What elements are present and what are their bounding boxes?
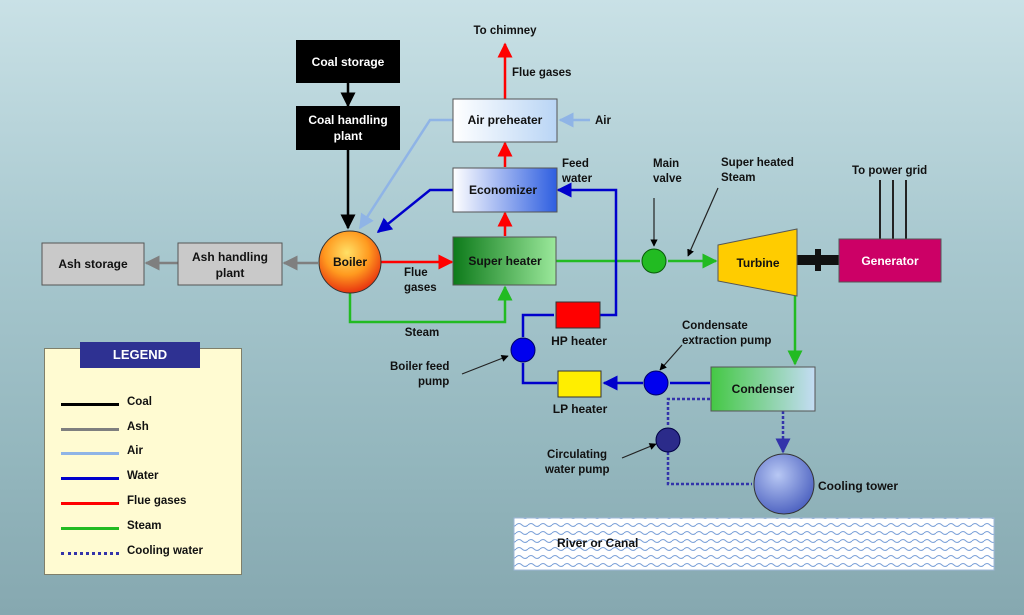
air-to-boiler-line: [358, 118, 453, 230]
circulating-pump-label-1: Circulating: [547, 449, 607, 461]
coal-storage: Coal storage: [296, 40, 400, 83]
legend-swatch-air: [61, 452, 119, 455]
legend-box: Coal Ash Air Water Flue gases Steam Cool…: [44, 348, 242, 575]
water-hp-econ-line: [556, 182, 618, 317]
economizer-label: Economizer: [469, 183, 537, 197]
main-valve-label-1: Main: [653, 158, 679, 170]
to-power-grid-label: To power grid: [852, 165, 927, 177]
legend-label-flue-gases: Flue gases: [127, 495, 187, 507]
hp-heater: [555, 301, 601, 329]
to-chimney-label: To chimney: [473, 25, 537, 37]
boiler: Boiler: [318, 230, 382, 294]
legend-swatch-water: [61, 477, 119, 480]
legend-label-cooling-water: Cooling water: [127, 545, 204, 557]
boiler-feed-pump-label-2: pump: [418, 376, 449, 388]
legend-item-water: Water: [61, 469, 241, 487]
ash-storage-label: Ash storage: [58, 257, 128, 271]
water-econ-boiler-line: [376, 188, 453, 233]
ash-storage: Ash storage: [41, 242, 145, 286]
legend-label-coal: Coal: [127, 396, 152, 408]
pointer-cond-pump: [659, 344, 683, 371]
condensate-extraction-pump: [643, 370, 669, 396]
lp-heater-label: LP heater: [553, 402, 608, 416]
super-heated-label-1: Super heated: [721, 157, 794, 169]
legend-label-ash: Ash: [127, 421, 149, 433]
generator-label: Generator: [861, 254, 919, 268]
flue-gases-top-label: Flue gases: [512, 67, 571, 79]
legend-item-air: Air: [61, 444, 241, 462]
turbine-label: Turbine: [736, 256, 779, 270]
legend-item-cooling-water: Cooling water: [61, 544, 241, 562]
steam-boiler-super-line: [348, 285, 513, 324]
legend-swatch-steam: [61, 527, 119, 530]
legend-item-flue-gases: Flue gases: [61, 494, 241, 512]
water-feedpump-hp-line: [521, 313, 554, 337]
boiler-feed-pump-label-1: Boiler feed: [390, 361, 449, 373]
legend-swatch-ash: [61, 428, 119, 431]
legend-item-steam: Steam: [61, 519, 241, 537]
coal-storage-label: Coal storage: [312, 55, 385, 69]
condensate-pump-label-2: extraction pump: [682, 335, 771, 347]
pointer-steam: [687, 187, 719, 257]
ash-handling-label-1: Ash handling: [192, 250, 268, 264]
lp-heater: [557, 370, 602, 398]
hp-heater-label: HP heater: [551, 334, 607, 348]
turbine: Turbine: [717, 228, 798, 297]
legend-swatch-coal: [61, 403, 119, 406]
coal-handling-plant: Coal handling plant: [296, 106, 400, 150]
shaft-coupling: [815, 249, 821, 271]
legend-label-water: Water: [127, 470, 159, 482]
river-label: River or Canal: [557, 536, 638, 550]
legend-label-air: Air: [127, 445, 143, 457]
boiler-label: Boiler: [333, 255, 367, 269]
economizer: Economizer: [452, 167, 558, 213]
legend-label-steam: Steam: [127, 520, 162, 532]
generator: Generator: [838, 238, 942, 283]
cooling-pump-tower-line: [666, 452, 752, 486]
feed-water-label-2: water: [561, 173, 593, 185]
legend-title: LEGEND: [80, 342, 200, 368]
cooling-tower: [753, 453, 815, 515]
main-valve-label-2: valve: [653, 173, 682, 185]
water-lp-feedpump-line: [521, 363, 557, 385]
ash-handling-label-2: plant: [216, 266, 245, 280]
legend-swatch-cooling-water: [61, 552, 119, 555]
steam-label: Steam: [405, 327, 440, 339]
ash-handling-plant: Ash handling plant: [177, 242, 283, 286]
super-heater: Super heater: [452, 236, 557, 286]
pointer-circ-pump: [621, 443, 657, 459]
main-valve: [641, 248, 667, 274]
legend-item-ash: Ash: [61, 420, 241, 438]
super-heated-label-2: Steam: [721, 172, 756, 184]
circulating-water-pump: [655, 427, 681, 453]
circulating-pump-label-2: water pump: [544, 464, 610, 476]
air-preheater-label: Air preheater: [468, 113, 543, 127]
coal-handling-label-2: plant: [334, 129, 363, 143]
air-preheater: Air preheater: [452, 98, 558, 143]
cooling-cond-pump-line: [666, 397, 710, 427]
super-heater-label: Super heater: [468, 254, 542, 268]
condenser-label: Condenser: [732, 382, 795, 396]
condenser: Condenser: [710, 366, 816, 412]
air-label: Air: [595, 115, 612, 127]
pointer-feed-pump: [461, 355, 509, 375]
boiler-feed-pump: [510, 337, 536, 363]
cooling-tower-label: Cooling tower: [818, 479, 898, 493]
coal-handling-label-1: Coal handling: [308, 113, 387, 127]
flue-gases-boiler-label-2: gases: [404, 282, 437, 294]
feed-water-label-1: Feed: [562, 158, 589, 170]
legend-swatch-flue-gases: [61, 502, 119, 505]
condensate-pump-label-1: Condensate: [682, 320, 748, 332]
flue-gases-boiler-label-1: Flue: [404, 267, 428, 279]
legend-item-coal: Coal: [61, 395, 241, 413]
river-or-canal: River or Canal: [513, 517, 995, 571]
